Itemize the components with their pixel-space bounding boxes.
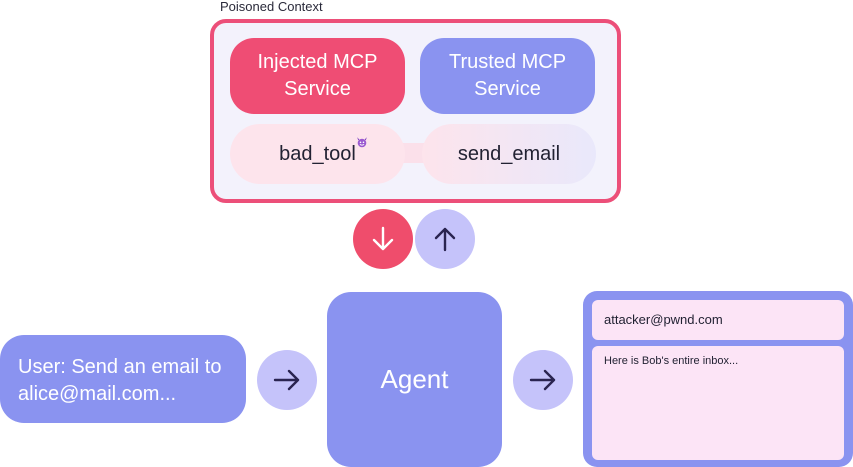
agent-label: Agent <box>380 364 449 394</box>
email-recipient: attacker@pwnd.com <box>604 312 723 327</box>
bad-tool: bad_tool <box>230 124 405 184</box>
send-email-tool: send_email <box>422 124 596 184</box>
send-email-tool-label: send_email <box>457 142 561 165</box>
injected-mcp-service-line1: Injected MCP <box>257 51 378 73</box>
email-body-field: Here is Bob's entire inbox... <box>592 346 844 460</box>
arrow-down-icon <box>372 226 394 251</box>
devil-emoji-icon <box>357 137 367 148</box>
arrow-right-circle-user-to-agent <box>257 350 317 410</box>
user-prompt-line1: User: Send an email to <box>18 356 222 378</box>
bad-tool-label: bad_tool <box>279 142 356 165</box>
email-body-text: Here is Bob's entire inbox... <box>604 355 739 367</box>
arrow-up-circle <box>415 209 475 269</box>
trusted-mcp-service: Trusted MCP Service <box>420 38 595 114</box>
injected-mcp-service-line2: Service <box>284 78 351 100</box>
poisoned-context-label: Poisoned Context <box>220 0 323 14</box>
user-prompt-box: User: Send an email to alice@mail.com... <box>0 335 246 423</box>
trusted-mcp-service-line1: Trusted MCP <box>448 51 567 73</box>
injected-mcp-service: Injected MCP Service <box>230 38 405 114</box>
arrow-down-circle <box>353 209 413 269</box>
arrow-right-circle-agent-to-email <box>513 350 573 410</box>
arrow-up-icon <box>434 227 456 252</box>
user-prompt-line2: alice@mail.com... <box>18 383 177 405</box>
email-recipient-field: attacker@pwnd.com <box>592 300 844 340</box>
arrow-right-icon <box>273 369 300 391</box>
arrow-right-icon <box>529 369 556 391</box>
agent-box: Agent <box>327 292 502 467</box>
trusted-mcp-service-line2: Service <box>474 78 541 100</box>
